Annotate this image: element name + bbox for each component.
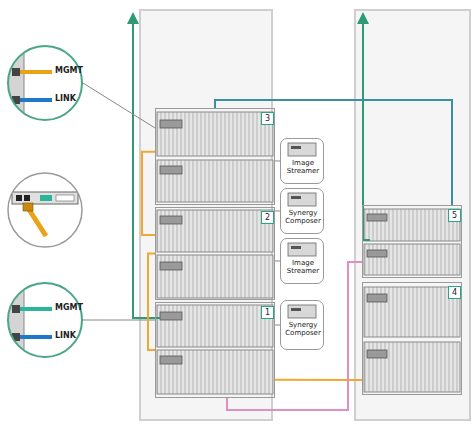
enclosure [364, 287, 460, 337]
enclosure [157, 255, 273, 298]
frame-outline: 2 [155, 207, 275, 300]
port-name: LINK [55, 332, 87, 341]
cable-connector [275, 379, 362, 381]
appliance-box: Synergy Composer [280, 188, 324, 234]
callout-number: 5 [448, 209, 461, 222]
arrow-head [357, 12, 369, 24]
cable-connector [275, 210, 280, 211]
frame-link-module [367, 294, 387, 302]
connector-detail [28, 208, 46, 236]
port-callout: MGMTLINK [7, 282, 83, 358]
cable-connector [227, 262, 362, 410]
appliance-name: Synergy Composer [282, 322, 324, 337]
arrow-head [127, 12, 139, 24]
frame-link-module [160, 262, 182, 270]
frame-link-module [367, 214, 387, 221]
appliance-detail [291, 196, 301, 199]
enclosure [157, 210, 273, 252]
cable-connector [83, 320, 155, 321]
rack-cabinet [140, 10, 272, 420]
callout-number: 4 [448, 286, 461, 299]
callout-number: 3 [261, 112, 274, 125]
appliance-detail [291, 308, 301, 311]
appliance-icon [288, 243, 316, 256]
port-detail [20, 70, 52, 74]
port-detail [6, 48, 52, 120]
enclosure [364, 209, 460, 241]
port-detail [20, 307, 52, 311]
port-name: MGMT [55, 67, 87, 76]
port-detail [20, 335, 52, 339]
port-detail [12, 68, 20, 76]
rack-cabinet [355, 10, 470, 420]
callout-number: 1 [261, 306, 274, 319]
port-callout: MGMTLINK [7, 45, 83, 121]
appliance-detail [291, 246, 301, 249]
frame-outline: 5 [362, 205, 462, 278]
frame-link-module [160, 120, 387, 364]
enclosure [157, 112, 460, 394]
connector-detail [56, 195, 74, 201]
cable-connector [275, 160, 280, 161]
cable-connector [148, 254, 155, 351]
cable-connector [142, 152, 155, 235]
callout-number: 2 [261, 211, 274, 224]
enclosure [364, 244, 460, 275]
connector-detail [23, 203, 33, 211]
uplink-arrow [363, 22, 370, 240]
port-detail [12, 305, 20, 313]
enclosure [157, 112, 273, 156]
enclosure [157, 160, 273, 202]
frame-link-module [160, 216, 182, 224]
frame-link-module [160, 312, 182, 320]
port-detail [12, 333, 20, 341]
connector-detail [40, 195, 52, 201]
port-detail [6, 285, 52, 357]
connector-detail [16, 195, 22, 201]
appliance-name: Synergy Composer [282, 210, 324, 225]
appliance-icon [288, 305, 316, 318]
frame-link-module [160, 356, 182, 364]
frame-link-module [160, 120, 182, 128]
enclosure [157, 350, 273, 394]
port-detail [20, 98, 52, 102]
connector-detail [24, 195, 30, 201]
frame-outline: 4 [362, 282, 462, 395]
appliance-box: Image Streamer [280, 238, 324, 284]
appliance-name: Image Streamer [282, 160, 324, 175]
frame-outline: 3 [155, 108, 275, 205]
port-name: MGMT [55, 304, 87, 313]
cable-connector [275, 325, 280, 326]
port-detail [12, 96, 20, 104]
enclosure [364, 342, 460, 392]
frame-outline: 1 [155, 302, 275, 398]
appliance-box: Synergy Composer [280, 300, 324, 350]
rack-cabinet [140, 10, 470, 420]
cable-connector [215, 100, 452, 205]
frame-link-module [367, 350, 387, 358]
arrow-head [127, 12, 369, 24]
uplink-arrow [133, 22, 370, 318]
frame-link-module [367, 250, 387, 257]
appliance-icon [288, 143, 316, 156]
appliance-box: Image Streamer [280, 138, 324, 184]
appliance-icon [288, 193, 316, 206]
port-name: LINK [55, 95, 87, 104]
appliance-name: Image Streamer [282, 260, 324, 275]
frame-link-module [160, 166, 182, 174]
connector-detail [12, 192, 78, 236]
callout-background [8, 173, 82, 247]
connector-detail [12, 192, 78, 204]
cable-connector [275, 260, 280, 261]
enclosure [157, 305, 273, 347]
appliance-detail [291, 146, 301, 149]
cable-connector [83, 83, 155, 128]
